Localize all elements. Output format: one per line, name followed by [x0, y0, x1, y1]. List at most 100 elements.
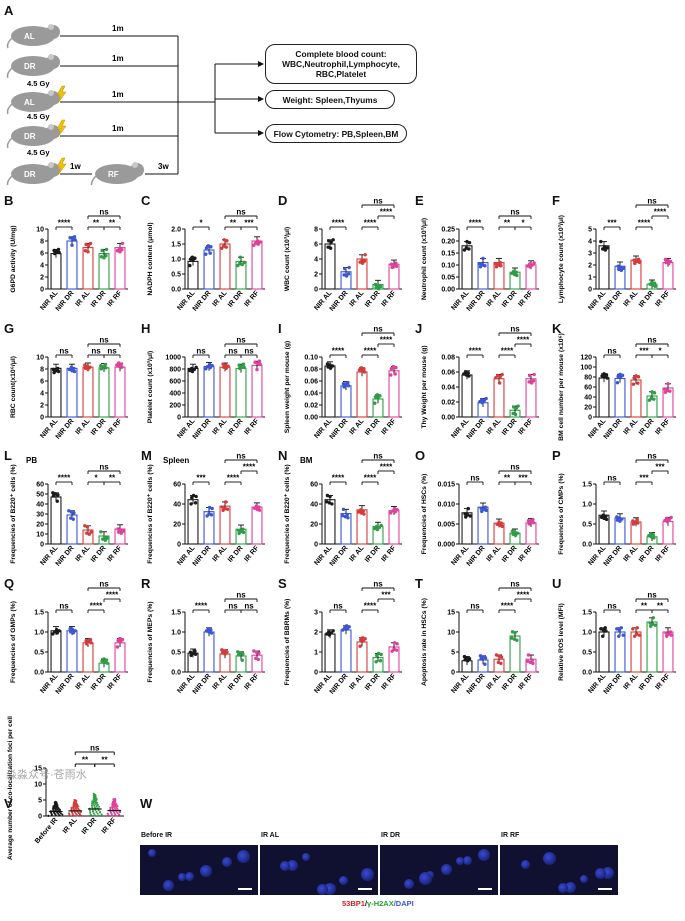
- significance-label: ns: [228, 347, 238, 356]
- y-axis-label: G6PD activity (U/mg): [10, 225, 17, 292]
- y-tick-label: 0.10: [441, 263, 455, 270]
- data-point: [499, 264, 503, 268]
- data-point: [666, 261, 671, 266]
- data-point: [463, 512, 467, 516]
- data-point: [649, 624, 653, 628]
- y-axis-label: Frequencies of BBRMs (%): [284, 599, 291, 686]
- y-tick-label: 0.06: [304, 379, 318, 386]
- data-point: [499, 655, 504, 659]
- lightning-icon: [56, 85, 67, 104]
- significance-label: ****: [517, 336, 530, 345]
- y-tick-label: 40: [173, 502, 181, 509]
- data-point: [394, 365, 398, 370]
- significance-label: ****: [195, 602, 208, 611]
- data-point: [478, 654, 483, 658]
- y-tick-label: 20: [584, 405, 592, 412]
- y-tick-label: 0: [451, 670, 455, 677]
- data-point: [347, 265, 351, 270]
- data-point: [102, 660, 107, 664]
- x-tick-label: IR RF: [654, 289, 672, 308]
- y-tick-label: 0: [40, 287, 44, 294]
- significance-label: ns: [333, 602, 343, 611]
- y-axis-label: Relative ROS level (MFI): [558, 603, 565, 681]
- x-tick-label: IR AL: [486, 672, 503, 691]
- data-point: [330, 502, 334, 506]
- y-tick-label: 800: [169, 367, 181, 374]
- nucleus: [441, 864, 452, 875]
- data-point: [528, 373, 532, 378]
- y-tick-label: 2.0: [171, 227, 181, 234]
- data-point: [464, 515, 468, 519]
- data-point: [223, 652, 227, 656]
- data-point: [394, 648, 399, 652]
- data-point: [85, 525, 90, 529]
- data-point: [71, 631, 75, 635]
- bar: [187, 499, 199, 545]
- y-axis-label: Neutrophil count (x10³/μl): [421, 218, 428, 300]
- data-point: [358, 260, 362, 264]
- data-point: [360, 369, 364, 373]
- data-point: [635, 626, 639, 630]
- panel-label: R: [141, 576, 151, 591]
- x-tick-label: IR RF: [517, 544, 535, 563]
- data-point: [83, 366, 88, 370]
- data-point: [47, 814, 50, 817]
- significance-label: ***: [518, 474, 528, 483]
- data-point: [392, 641, 397, 645]
- y-tick-label: 0.02: [441, 400, 455, 407]
- nucleus: [339, 876, 348, 885]
- data-point: [70, 808, 73, 811]
- data-point: [255, 507, 259, 511]
- data-point: [252, 243, 256, 247]
- data-point: [463, 658, 467, 662]
- data-point: [343, 514, 348, 519]
- data-point: [107, 814, 110, 817]
- data-point: [91, 804, 94, 807]
- data-point: [389, 367, 394, 371]
- y-axis-label: Average number of co-localization foci p…: [7, 716, 14, 860]
- y-tick-label: 6: [40, 251, 44, 258]
- y-tick-label: 1.5: [582, 610, 592, 617]
- data-point: [73, 803, 76, 806]
- y-tick-label: 0: [40, 542, 44, 549]
- data-point: [360, 261, 365, 265]
- mouse-tail: [6, 175, 13, 185]
- data-point: [254, 650, 259, 654]
- panel-label: Q: [4, 576, 15, 591]
- data-point: [116, 639, 120, 643]
- data-point: [395, 642, 399, 646]
- data-point: [359, 638, 363, 642]
- data-point: [510, 630, 515, 634]
- data-point: [220, 246, 224, 250]
- duration-label: 1m: [112, 54, 124, 63]
- data-point: [478, 265, 483, 269]
- data-point: [328, 494, 332, 499]
- data-point: [631, 522, 636, 526]
- nucleus: [456, 857, 464, 865]
- bar: [66, 240, 78, 290]
- data-point: [86, 243, 91, 248]
- data-point: [84, 242, 88, 247]
- data-point: [329, 240, 333, 244]
- significance-label: ns: [647, 197, 657, 206]
- nucleus: [419, 872, 432, 885]
- data-point: [341, 628, 345, 632]
- y-tick-label: 15: [447, 610, 455, 617]
- data-point: [77, 805, 80, 808]
- data-point: [70, 243, 74, 247]
- y-tick-label: 0.10: [304, 355, 318, 362]
- x-tick-label: IR RF: [380, 672, 398, 691]
- data-point: [665, 519, 670, 524]
- y-tick-label: 50: [36, 492, 44, 499]
- y-axis-label: RBC count(x10⁶/μl): [10, 356, 17, 418]
- y-tick-label: 0: [314, 542, 318, 549]
- y-tick-label: 100: [580, 365, 592, 372]
- x-tick-label: IR RF: [380, 289, 398, 308]
- data-point: [666, 382, 670, 386]
- data-point: [467, 374, 471, 378]
- y-axis-label: Spleen weight per mouse (g): [284, 341, 291, 434]
- data-point: [483, 264, 487, 268]
